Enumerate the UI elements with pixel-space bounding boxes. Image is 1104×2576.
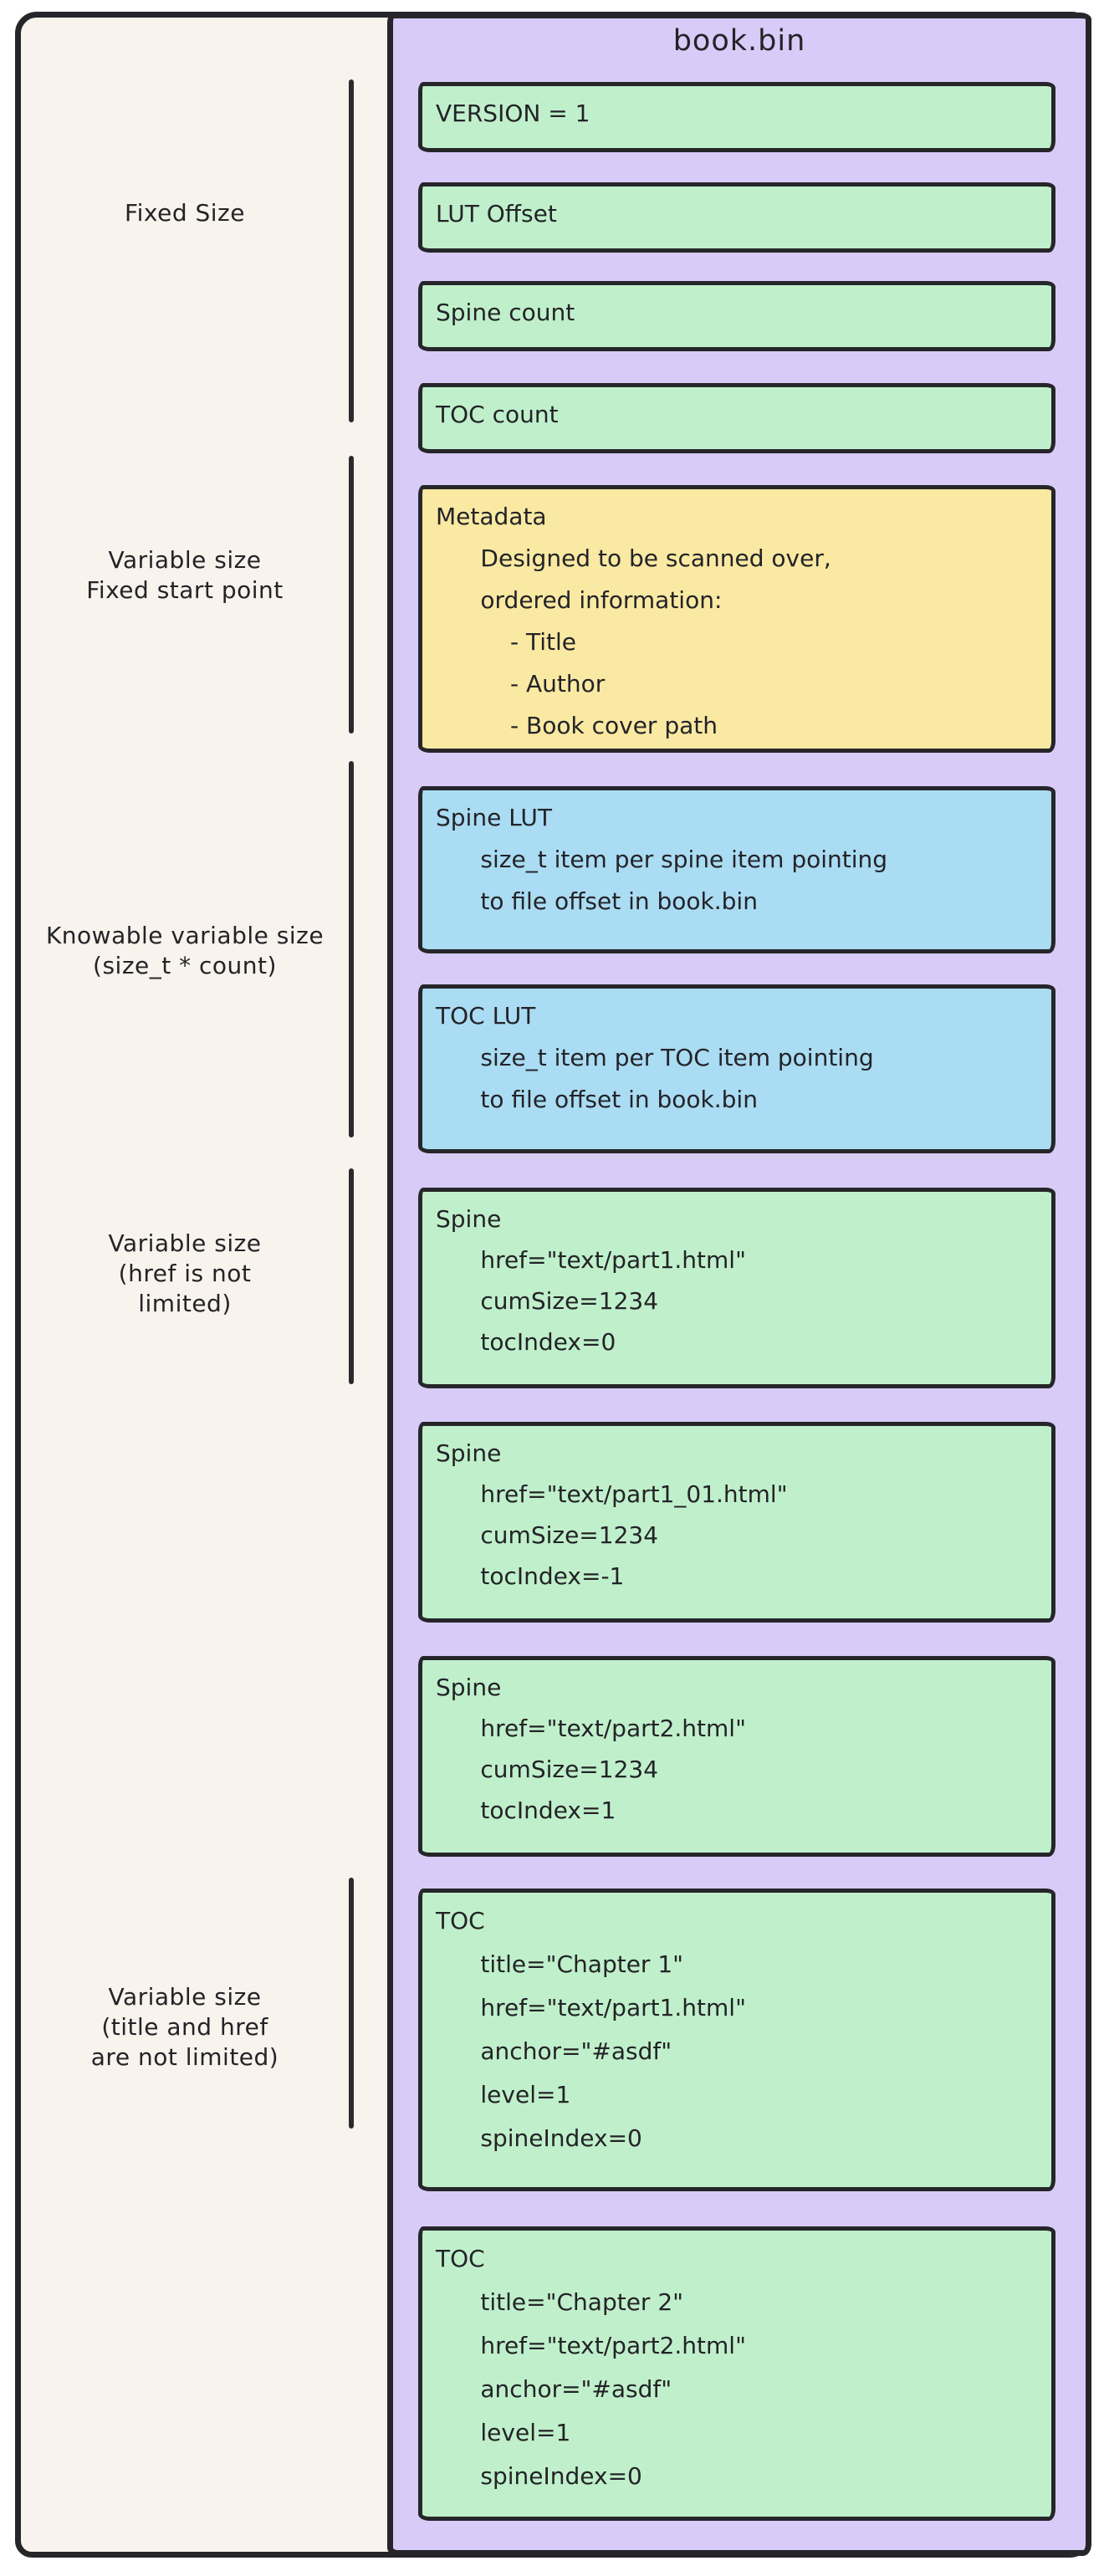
box-line: VERSION = 1 xyxy=(436,100,590,127)
box-line: TOC xyxy=(436,1907,485,1935)
side-label-knowable-variable: Knowable variable size (size_t * count) xyxy=(23,921,346,981)
side-label-line: (size_t * count) xyxy=(93,952,277,979)
box-line: size_t item per TOC item pointing xyxy=(436,1044,874,1071)
bracket-variable-fixed-start xyxy=(349,456,354,733)
side-label-line: Variable size xyxy=(108,1229,262,1257)
box-line: href="text/part1.html" xyxy=(436,1246,746,1274)
box-line: level=1 xyxy=(436,2081,571,2108)
box-toc-2: TOC title="Chapter 2" href="text/part2.h… xyxy=(418,2226,1055,2521)
box-line: - Book cover path xyxy=(436,712,718,739)
bracket-variable-href xyxy=(349,1168,354,1384)
box-line: Designed to be scanned over, xyxy=(436,544,831,572)
side-label-line: limited) xyxy=(138,1290,232,1317)
box-line: level=1 xyxy=(436,2419,571,2446)
bracket-variable-title-href xyxy=(349,1878,354,2129)
box-line: TOC xyxy=(436,2245,485,2272)
box-line: LUT Offset xyxy=(436,200,557,227)
box-spine-2: Spine href="text/part1_01.html" cumSize=… xyxy=(418,1422,1055,1623)
box-line: anchor="#asdf" xyxy=(436,2375,672,2403)
box-line: Spine xyxy=(436,1205,502,1233)
side-label-variable-fixed-start: Variable size Fixed start point xyxy=(23,545,346,606)
box-line: href="text/part2.html" xyxy=(436,2332,746,2359)
box-line: spineIndex=0 xyxy=(436,2462,642,2490)
box-line: size_t item per spine item pointing xyxy=(436,846,888,873)
box-line: TOC LUT xyxy=(436,1002,536,1030)
box-line: anchor="#asdf" xyxy=(436,2037,672,2065)
box-line: cumSize=1234 xyxy=(436,1287,659,1315)
box-toc-1: TOC title="Chapter 1" href="text/part1.h… xyxy=(418,1889,1055,2191)
box-line: href="text/part1.html" xyxy=(436,1994,746,2021)
box-line: href="text/part2.html" xyxy=(436,1715,746,1742)
box-metadata: Metadata Designed to be scanned over, or… xyxy=(418,485,1055,753)
box-toc-lut: TOC LUT size_t item per TOC item pointin… xyxy=(418,984,1055,1153)
side-label-line: Fixed start point xyxy=(86,576,284,604)
bracket-fixed-size xyxy=(349,79,354,422)
side-label-fixed-size: Fixed Size xyxy=(23,198,346,228)
side-label-variable-title-href: Variable size (title and href are not li… xyxy=(23,1982,346,2073)
box-line: href="text/part1_01.html" xyxy=(436,1480,788,1508)
side-label-line: Fixed Size xyxy=(125,199,245,227)
box-spine-3: Spine href="text/part2.html" cumSize=123… xyxy=(418,1656,1055,1857)
box-line: TOC count xyxy=(436,401,559,428)
box-line: to file offset in book.bin xyxy=(436,887,758,915)
box-spine-1: Spine href="text/part1.html" cumSize=123… xyxy=(418,1188,1055,1388)
bracket-knowable-variable xyxy=(349,761,354,1137)
box-line: Spine count xyxy=(436,299,575,326)
box-spine-lut: Spine LUT size_t item per spine item poi… xyxy=(418,786,1055,953)
side-label-line: (title and href xyxy=(101,2013,268,2041)
box-line: tocIndex=-1 xyxy=(436,1562,625,1590)
box-line: - Title xyxy=(436,628,577,656)
box-line: tocIndex=1 xyxy=(436,1797,616,1824)
box-line: ordered information: xyxy=(436,586,723,614)
box-line: Spine xyxy=(436,1674,502,1701)
box-line: title="Chapter 2" xyxy=(436,2288,684,2316)
box-line: tocIndex=0 xyxy=(436,1328,616,1356)
box-lut-offset: LUT Offset xyxy=(418,182,1055,253)
box-line: spineIndex=0 xyxy=(436,2124,642,2152)
box-spine-count: Spine count xyxy=(418,281,1055,351)
box-line: Spine LUT xyxy=(436,804,553,831)
file-title: book.bin xyxy=(672,24,806,58)
box-line: cumSize=1234 xyxy=(436,1756,659,1783)
box-line: - Author xyxy=(436,670,606,698)
side-label-line: Variable size xyxy=(108,546,262,574)
side-label-line: Variable size xyxy=(108,1983,262,2011)
side-label-line: Knowable variable size xyxy=(45,922,325,949)
box-line: title="Chapter 1" xyxy=(436,1950,684,1978)
box-toc-count: TOC count xyxy=(418,383,1055,453)
side-label-variable-href: Variable size (href is not limited) xyxy=(23,1229,346,1319)
box-line: cumSize=1234 xyxy=(436,1521,659,1549)
side-label-line: are not limited) xyxy=(90,2043,279,2071)
box-line: Spine xyxy=(436,1439,502,1467)
box-line: Metadata xyxy=(436,503,547,530)
box-line: to file offset in book.bin xyxy=(436,1086,758,1113)
box-version: VERSION = 1 xyxy=(418,82,1055,152)
side-label-line: (href is not xyxy=(118,1260,252,1287)
